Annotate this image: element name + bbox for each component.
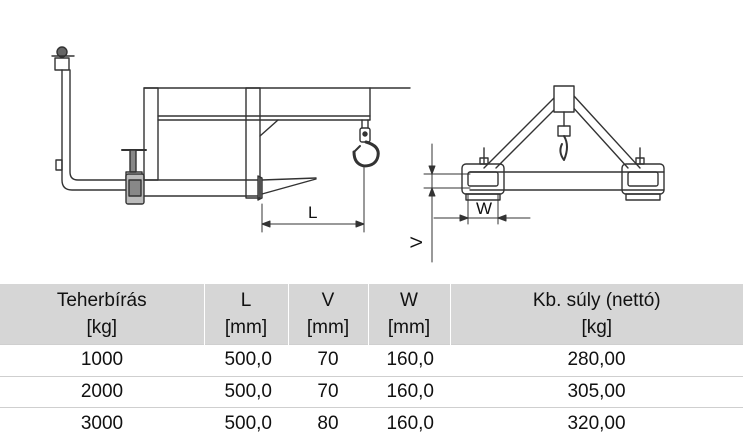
front-view-pocket-left <box>461 147 505 201</box>
table-header-row: Teherbírás [kg] L [mm] V [mm] W [mm] Kb.… <box>0 284 743 345</box>
side-view-hook <box>352 127 380 168</box>
specification-table: Teherbírás [kg] L [mm] V [mm] W [mm] Kb.… <box>0 284 743 439</box>
header-L: L [mm] <box>204 284 289 345</box>
header-W: W [mm] <box>368 284 451 345</box>
cell-capacity: 3000 <box>0 407 204 439</box>
table-row: 3000 500,0 80 160,0 320,00 <box>0 407 743 439</box>
table-row: 1000 500,0 70 160,0 280,00 <box>0 344 743 377</box>
cell-capacity: 1000 <box>0 344 204 377</box>
cell-capacity: 2000 <box>0 375 204 408</box>
header-capacity: Teherbírás [kg] <box>0 284 205 345</box>
cell-L: 500,0 <box>204 375 288 408</box>
dimension-V <box>423 143 471 263</box>
cell-V: 70 <box>288 344 368 377</box>
table-row: 2000 500,0 70 160,0 305,00 <box>0 375 743 408</box>
cell-V: 80 <box>288 407 368 439</box>
side-view-handle <box>51 46 129 191</box>
cell-weight: 280,00 <box>450 344 743 377</box>
side-view-frame <box>143 87 411 199</box>
dimension-W <box>433 193 531 225</box>
cell-L: 500,0 <box>204 344 288 377</box>
cell-W: 160,0 <box>368 407 450 439</box>
cell-W: 160,0 <box>368 344 450 377</box>
cell-weight: 320,00 <box>450 407 743 439</box>
dim-V-label: V <box>407 236 426 248</box>
cell-V: 70 <box>288 375 368 408</box>
technical-drawing: L W V <box>51 46 665 263</box>
cell-W: 160,0 <box>368 375 450 408</box>
side-view-pocket <box>125 173 317 205</box>
dim-W-label: W <box>476 199 492 218</box>
front-view-frame <box>469 85 665 191</box>
front-view-pocket-right <box>621 147 665 201</box>
cell-weight: 305,00 <box>450 375 743 408</box>
dimension-L <box>261 167 365 233</box>
cell-L: 500,0 <box>204 407 288 439</box>
header-weight: Kb. súly (nettó) [kg] <box>450 284 743 345</box>
dim-L-label: L <box>308 203 317 222</box>
header-V: V [mm] <box>288 284 369 345</box>
